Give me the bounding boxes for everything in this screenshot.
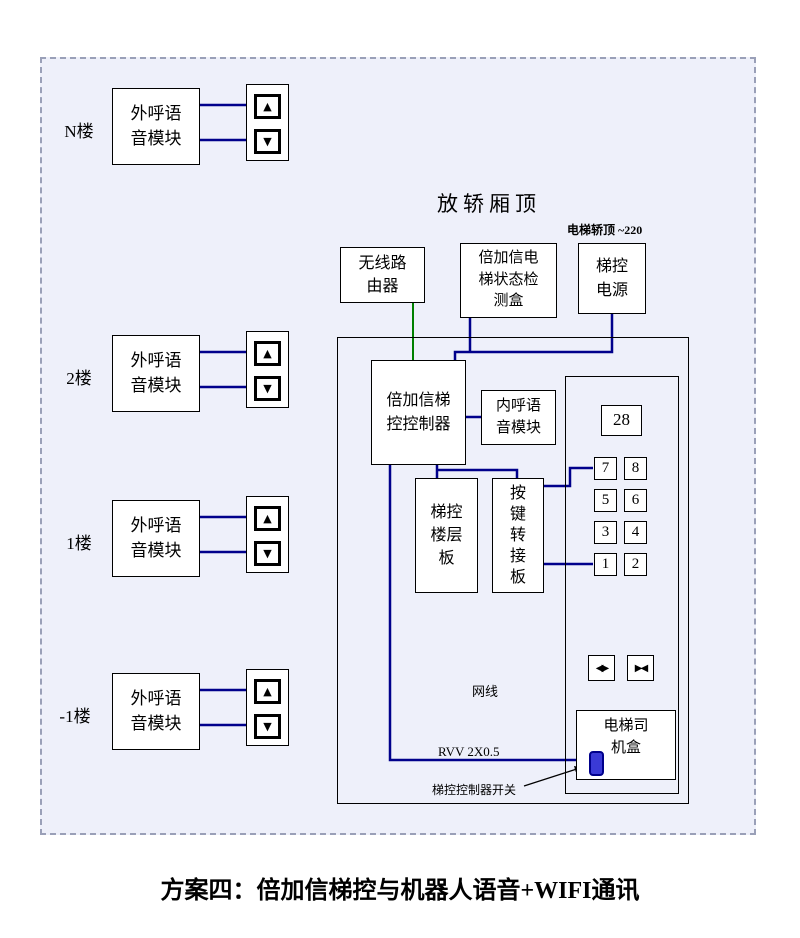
floor-button-1: 1	[594, 553, 617, 576]
cabin-voice-line2: 音模块	[495, 419, 541, 436]
door-open-button: ◀▶	[588, 655, 615, 681]
floor-button-3: 3	[594, 521, 617, 544]
down-arrow-icon: ▼	[263, 382, 272, 395]
detector-line3: 测盒	[493, 293, 524, 310]
controller-line2: 控控制器	[386, 415, 451, 433]
car-top-enclosure	[337, 337, 689, 804]
down-call-button: ▼	[254, 541, 281, 566]
elevator-driver-box: 电梯司 机盒	[576, 710, 676, 780]
floor-button-2: 2	[624, 553, 647, 576]
hall-button-panel-1: ▲ ▼	[246, 496, 289, 573]
hall-voice-module-1-line1: 外呼语	[130, 515, 182, 535]
hall-button-panel-2: ▲ ▼	[246, 331, 289, 408]
up-arrow-icon: ▲	[263, 685, 272, 698]
up-call-button: ▲	[254, 679, 281, 704]
detector-line2: 梯状态检	[478, 271, 539, 288]
down-arrow-icon: ▼	[263, 135, 272, 148]
hall-button-panel-minus1: ▲ ▼	[246, 669, 289, 746]
wireless-router-line2: 由器	[366, 278, 399, 295]
up-arrow-icon: ▲	[263, 347, 272, 360]
car-top-power-note: 电梯轿顶 ~220	[567, 223, 643, 237]
power-line2: 电源	[595, 281, 628, 299]
floor-button-4: 4	[624, 521, 647, 544]
wireless-router-line1: 无线路	[358, 254, 407, 272]
floor-button-7: 7	[594, 457, 617, 480]
hall-button-panel-N: ▲ ▼	[246, 84, 289, 161]
power-line1: 梯控	[595, 258, 628, 276]
floor-label-1: 1楼	[66, 534, 92, 553]
down-arrow-icon: ▼	[263, 547, 272, 560]
hall-voice-module-1: 外呼语 音模块	[112, 500, 200, 577]
floor-button-6: 6	[624, 489, 647, 512]
cabin-voice-line1: 内呼语	[495, 397, 541, 414]
floor-board-line2: 楼层	[430, 526, 463, 544]
hall-voice-module-N-line1: 外呼语	[130, 103, 182, 123]
floor-button-8: 8	[624, 457, 647, 480]
floor-indicator-display: 28	[601, 405, 642, 436]
hall-voice-module-2-line1: 外呼语	[130, 350, 182, 370]
down-call-button: ▼	[254, 376, 281, 401]
elevator-controller-box: 倍加信梯 控控制器	[371, 360, 466, 465]
wireless-router-box: 无线路 由器	[340, 247, 425, 303]
elevator-control-power-box: 梯控 电源	[578, 243, 646, 314]
down-call-button: ▼	[254, 129, 281, 154]
hall-voice-module-minus1-line1: 外呼语	[130, 688, 182, 708]
key-adapter-char2: 键	[509, 505, 526, 523]
up-call-button: ▲	[254, 506, 281, 531]
floor-label-2: 2楼	[66, 369, 92, 388]
floor-button-5: 5	[594, 489, 617, 512]
key-adapter-char4: 接	[509, 548, 526, 566]
door-close-button: ▶◀	[627, 655, 654, 681]
floor-label-N: N楼	[64, 122, 94, 141]
hall-voice-module-minus1-line2: 音模块	[130, 713, 182, 733]
down-call-button: ▼	[254, 714, 281, 739]
hall-voice-module-1-line2: 音模块	[130, 540, 182, 560]
network-cable-label: 网线	[472, 684, 499, 699]
up-arrow-icon: ▲	[263, 512, 272, 525]
cabin-operating-panel	[565, 376, 679, 794]
down-arrow-icon: ▼	[263, 720, 272, 733]
hall-voice-module-N: 外呼语 音模块	[112, 88, 200, 165]
key-adapter-char1: 按	[509, 484, 526, 502]
key-adapter-char3: 转	[509, 526, 526, 544]
key-adapter-char5: 板	[509, 569, 526, 587]
up-arrow-icon: ▲	[263, 100, 272, 113]
up-call-button: ▲	[254, 341, 281, 366]
cabin-voice-module-box: 内呼语 音模块	[481, 390, 556, 445]
hall-voice-module-minus1: 外呼语 音模块	[112, 673, 200, 750]
controller-line1: 倍加信梯	[386, 392, 451, 410]
detector-line1: 倍加信电	[478, 249, 539, 266]
controller-switch-label: 梯控控制器开关	[432, 783, 517, 797]
car-top-title: 放轿厢顶	[437, 192, 541, 216]
rvv-cable-label: RVV 2X0.5	[438, 744, 500, 759]
controller-switch	[589, 751, 604, 776]
door-close-icon: ▶◀	[634, 662, 648, 674]
up-call-button: ▲	[254, 94, 281, 119]
driver-box-line1: 电梯司	[603, 718, 649, 734]
scheme-title: 方案四：倍加信梯控与机器人语音+WIFI通讯	[160, 878, 640, 904]
hall-voice-module-2-line2: 音模块	[130, 375, 182, 395]
floor-board-line1: 梯控	[430, 503, 463, 521]
elevator-status-detector-box: 倍加信电 梯状态检 测盒	[460, 243, 557, 318]
door-open-icon: ◀▶	[595, 662, 609, 674]
floor-board-line3: 板	[438, 550, 455, 568]
driver-box-line2: 机盒	[610, 739, 641, 756]
floor-board-box: 梯控 楼层 板	[415, 478, 478, 593]
key-adapter-board-box: 按 键 转 接 板	[492, 478, 544, 593]
floor-label-minus1: -1楼	[59, 707, 91, 726]
hall-voice-module-N-line2: 音模块	[130, 128, 182, 148]
hall-voice-module-2: 外呼语 音模块	[112, 335, 200, 412]
